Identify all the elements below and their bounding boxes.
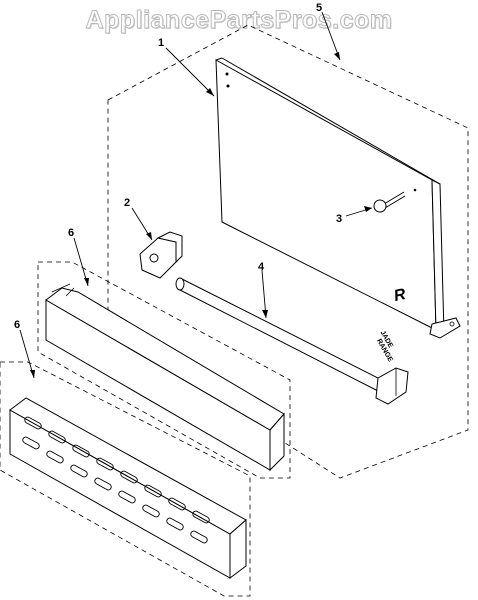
bracket-part-2 <box>139 231 183 279</box>
handle-bar-part-4 <box>175 277 409 405</box>
callout-6-lower: 6 <box>14 319 20 331</box>
leader-arrowheads <box>30 52 372 378</box>
grille-panel-part-6-lower <box>9 397 247 579</box>
trim-panel-part-6-upper <box>45 283 285 472</box>
outline-6-lower <box>0 361 251 597</box>
callout-1: 1 <box>158 37 164 49</box>
assembly-outline-5 <box>107 24 469 479</box>
callout-6-upper: 6 <box>68 227 74 239</box>
callout-5: 5 <box>316 2 322 14</box>
knob-part-3 <box>373 191 406 213</box>
outline-6-upper <box>37 261 291 479</box>
callout-4: 4 <box>258 261 265 273</box>
panel-logo: R <box>392 286 407 305</box>
callout-2: 2 <box>124 197 130 209</box>
door-panel-part-1: R <box>215 57 461 339</box>
callout-3: 3 <box>336 213 342 225</box>
